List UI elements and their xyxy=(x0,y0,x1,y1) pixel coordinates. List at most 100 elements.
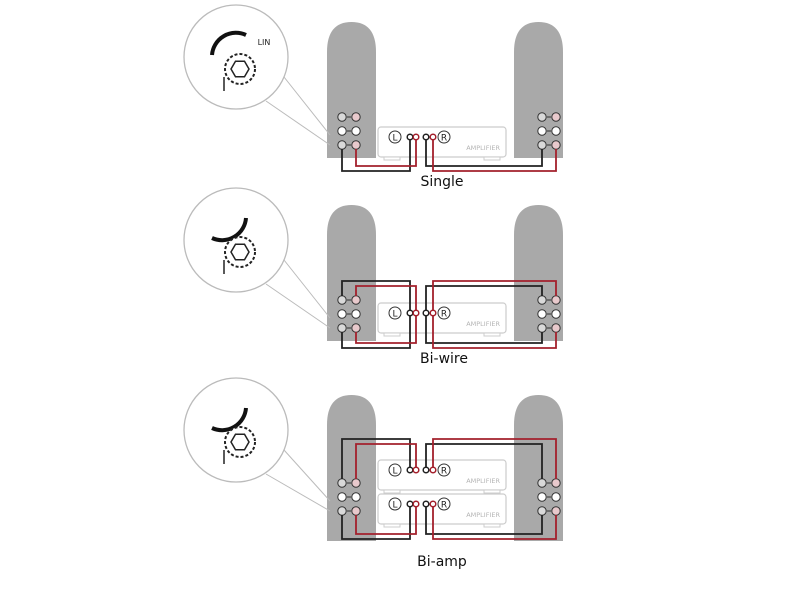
positive-wire xyxy=(432,140,557,172)
channel-l-label: L xyxy=(392,501,397,511)
left-speaker-terminal xyxy=(351,140,361,150)
zoom-line xyxy=(283,259,331,319)
right-speaker-terminal xyxy=(551,112,561,122)
right-speaker-terminal xyxy=(551,295,561,305)
amplifier-foot-left xyxy=(383,332,401,337)
positive-wire xyxy=(355,316,417,344)
negative-wire xyxy=(425,140,543,167)
left-speaker-terminal xyxy=(351,112,361,122)
amplifier-label: AMPLIFIER xyxy=(466,477,500,485)
right-speaker xyxy=(514,205,563,341)
amplifier-low-foot-right xyxy=(483,523,501,528)
amp-output-terminal xyxy=(412,309,420,317)
channel-r-badge xyxy=(437,497,451,511)
positive-wire xyxy=(355,140,417,167)
right-speaker xyxy=(514,395,563,541)
channel-l-badge xyxy=(388,130,402,144)
zoom-line xyxy=(265,100,331,146)
left-speaker-terminal xyxy=(351,478,361,488)
right-speaker-terminal xyxy=(537,112,547,122)
channel-l-label: L xyxy=(392,310,397,320)
right-speaker-terminal xyxy=(537,126,547,136)
knob-label: LIN xyxy=(258,38,271,47)
right-speaker-terminal xyxy=(551,323,561,333)
amp-output-terminal xyxy=(412,500,420,508)
amplifier-high-foot-left xyxy=(383,489,401,494)
amp-output-terminal xyxy=(422,466,430,474)
positive-wire xyxy=(432,280,557,310)
negative-wire xyxy=(341,280,411,310)
left-speaker-terminal xyxy=(337,323,347,333)
right-speaker-terminal xyxy=(551,126,561,136)
left-speaker xyxy=(327,22,376,158)
right-speaker-terminal xyxy=(537,140,547,150)
caption-bi-wire: Bi-wire xyxy=(420,351,468,367)
left-speaker-terminal xyxy=(337,506,347,516)
amp-output-terminal xyxy=(429,133,437,141)
amp-output-terminal xyxy=(422,133,430,141)
left-speaker-terminal xyxy=(351,309,361,319)
amplifier-label: AMPLIFIER xyxy=(466,511,500,519)
caption-bi-amp: Bi-amp xyxy=(417,554,467,570)
amplifier-high-foot-right xyxy=(483,489,501,494)
channel-r-label: R xyxy=(441,310,447,320)
right-speaker-terminal xyxy=(551,140,561,150)
left-speaker-terminal xyxy=(351,295,361,305)
amp-output-terminal xyxy=(412,133,420,141)
right-speaker-terminal xyxy=(537,478,547,488)
caption-single: Single xyxy=(420,174,464,190)
zoom-line xyxy=(283,449,331,502)
amplifier-label: AMPLIFIER xyxy=(466,320,500,328)
negative-wire xyxy=(425,285,543,310)
left-speaker-terminal xyxy=(351,492,361,502)
right-speaker-terminal xyxy=(551,478,561,488)
right-speaker-terminal xyxy=(537,295,547,305)
left-speaker-terminal xyxy=(337,112,347,122)
zoom-line xyxy=(265,473,331,512)
left-speaker xyxy=(327,205,376,341)
rotation-arrow-icon xyxy=(211,217,248,243)
channel-l-label: L xyxy=(392,467,397,477)
amp-output-terminal xyxy=(406,466,414,474)
left-speaker-terminal xyxy=(337,492,347,502)
channel-r-label: R xyxy=(441,134,447,144)
positive-wire xyxy=(355,507,417,535)
left-speaker-terminal xyxy=(337,309,347,319)
positive-wire xyxy=(432,438,557,479)
right-speaker-terminal xyxy=(537,323,547,333)
amplifier-foot-right xyxy=(483,332,501,337)
left-speaker-terminal xyxy=(337,126,347,136)
positive-wire xyxy=(432,507,557,540)
amplifier-foot-right xyxy=(483,156,501,161)
channel-r-label: R xyxy=(441,467,447,477)
channel-l-badge xyxy=(388,463,402,477)
amp-output-terminal xyxy=(406,309,414,317)
amplifier-foot-left xyxy=(383,156,401,161)
zoom-line xyxy=(265,283,331,329)
amplifier-low-foot-left xyxy=(383,523,401,528)
left-speaker-terminal xyxy=(337,295,347,305)
rotation-arrow-icon xyxy=(210,30,247,56)
right-speaker-terminal xyxy=(551,506,561,516)
amp-output-terminal xyxy=(429,309,437,317)
left-speaker-terminal xyxy=(351,126,361,136)
hex-nut-icon xyxy=(230,243,250,261)
channel-r-badge xyxy=(437,130,451,144)
right-speaker-terminal xyxy=(537,492,547,502)
rotation-arrow-icon xyxy=(211,407,248,433)
negative-wire xyxy=(341,316,411,349)
left-speaker-terminal xyxy=(351,506,361,516)
zoom-line xyxy=(283,76,331,136)
right-speaker-terminal xyxy=(537,506,547,516)
channel-r-label: R xyxy=(441,501,447,511)
negative-wire xyxy=(425,507,543,535)
right-speaker-terminal xyxy=(551,492,561,502)
right-speaker xyxy=(514,22,563,158)
positive-wire xyxy=(432,316,557,349)
negative-wire xyxy=(341,140,411,172)
left-speaker-terminal xyxy=(337,478,347,488)
positive-wire xyxy=(355,285,417,310)
channel-r-badge xyxy=(437,306,451,320)
